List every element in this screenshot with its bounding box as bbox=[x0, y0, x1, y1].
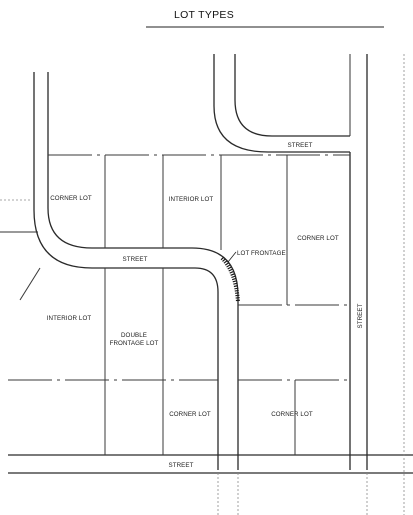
label-street-right-vertical: STREET bbox=[357, 303, 364, 328]
label-interior-lot-top: INTERIOR LOT bbox=[169, 196, 214, 203]
label-corner-lot-bottom-right: CORNER LOT bbox=[271, 411, 313, 418]
label-corner-lot-right: CORNER LOT bbox=[297, 235, 339, 242]
lot-line-lower-diag bbox=[19, 267, 41, 301]
label-interior-lot-left: INTERIOR LOT bbox=[47, 315, 92, 322]
label-double-frontage-line1: DOUBLE bbox=[121, 332, 147, 339]
label-lot-frontage: LOT FRONTAGE bbox=[237, 250, 286, 257]
street-top-right-inner-edge bbox=[234, 54, 350, 137]
diagram-title: LOT TYPES bbox=[174, 9, 234, 21]
lot-frontage-hatch bbox=[220, 256, 240, 303]
label-corner-lot-bottom-middle: CORNER LOT bbox=[169, 411, 211, 418]
label-corner-lot-top-left: CORNER LOT bbox=[50, 195, 92, 202]
label-street-top-right: STREET bbox=[287, 142, 312, 149]
lot-frontage-leader bbox=[227, 251, 237, 263]
street-top-right-outer-edge bbox=[213, 54, 350, 153]
label-double-frontage-line2: FRONTAGE LOT bbox=[110, 340, 159, 347]
street-left-inner-edge bbox=[47, 72, 239, 470]
label-street-bottom: STREET bbox=[168, 462, 193, 469]
label-street-middle: STREET bbox=[122, 256, 147, 263]
